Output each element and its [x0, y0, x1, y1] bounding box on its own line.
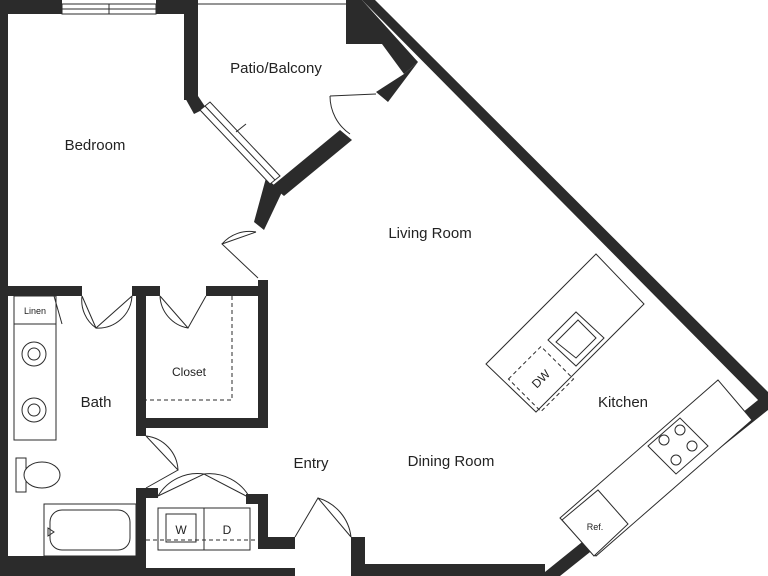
washer-label: W [175, 523, 187, 537]
dryer-label: D [223, 523, 232, 537]
kitchen-island [485, 253, 645, 413]
room-label-entry: Entry [293, 455, 329, 472]
vanity-counter [13, 323, 57, 441]
room-label-closet: Closet [172, 365, 207, 379]
room-label-kitchen: Kitchen [598, 394, 648, 411]
room-label-dining: Dining Room [408, 453, 495, 470]
linen-cabinet [13, 295, 57, 325]
refrigerator-label: Ref. [587, 522, 604, 532]
patio-sliding-door [199, 101, 281, 185]
bath-fixtures [13, 295, 137, 557]
room-label-bedroom: Bedroom [65, 137, 126, 154]
kitchen-counter [559, 379, 753, 557]
linen-label: Linen [24, 306, 46, 316]
toilet-bowl [23, 461, 61, 489]
room-label-bath: Bath [81, 394, 112, 411]
interior-walls [0, 62, 418, 576]
sink-basin-bottom [21, 397, 47, 423]
laundry-closet [146, 507, 260, 551]
refrigerator [561, 489, 629, 557]
room-label-living: Living Room [388, 225, 471, 242]
door-swings [81, 93, 377, 538]
closet-shelf [146, 296, 233, 401]
room-label-patio: Patio/Balcony [230, 60, 322, 77]
cooktop [647, 417, 709, 475]
island-sink [547, 311, 605, 367]
bedroom-window [61, 3, 157, 15]
sink-basin-top [21, 341, 47, 367]
tub-faucet [47, 527, 55, 537]
dryer [203, 507, 251, 551]
